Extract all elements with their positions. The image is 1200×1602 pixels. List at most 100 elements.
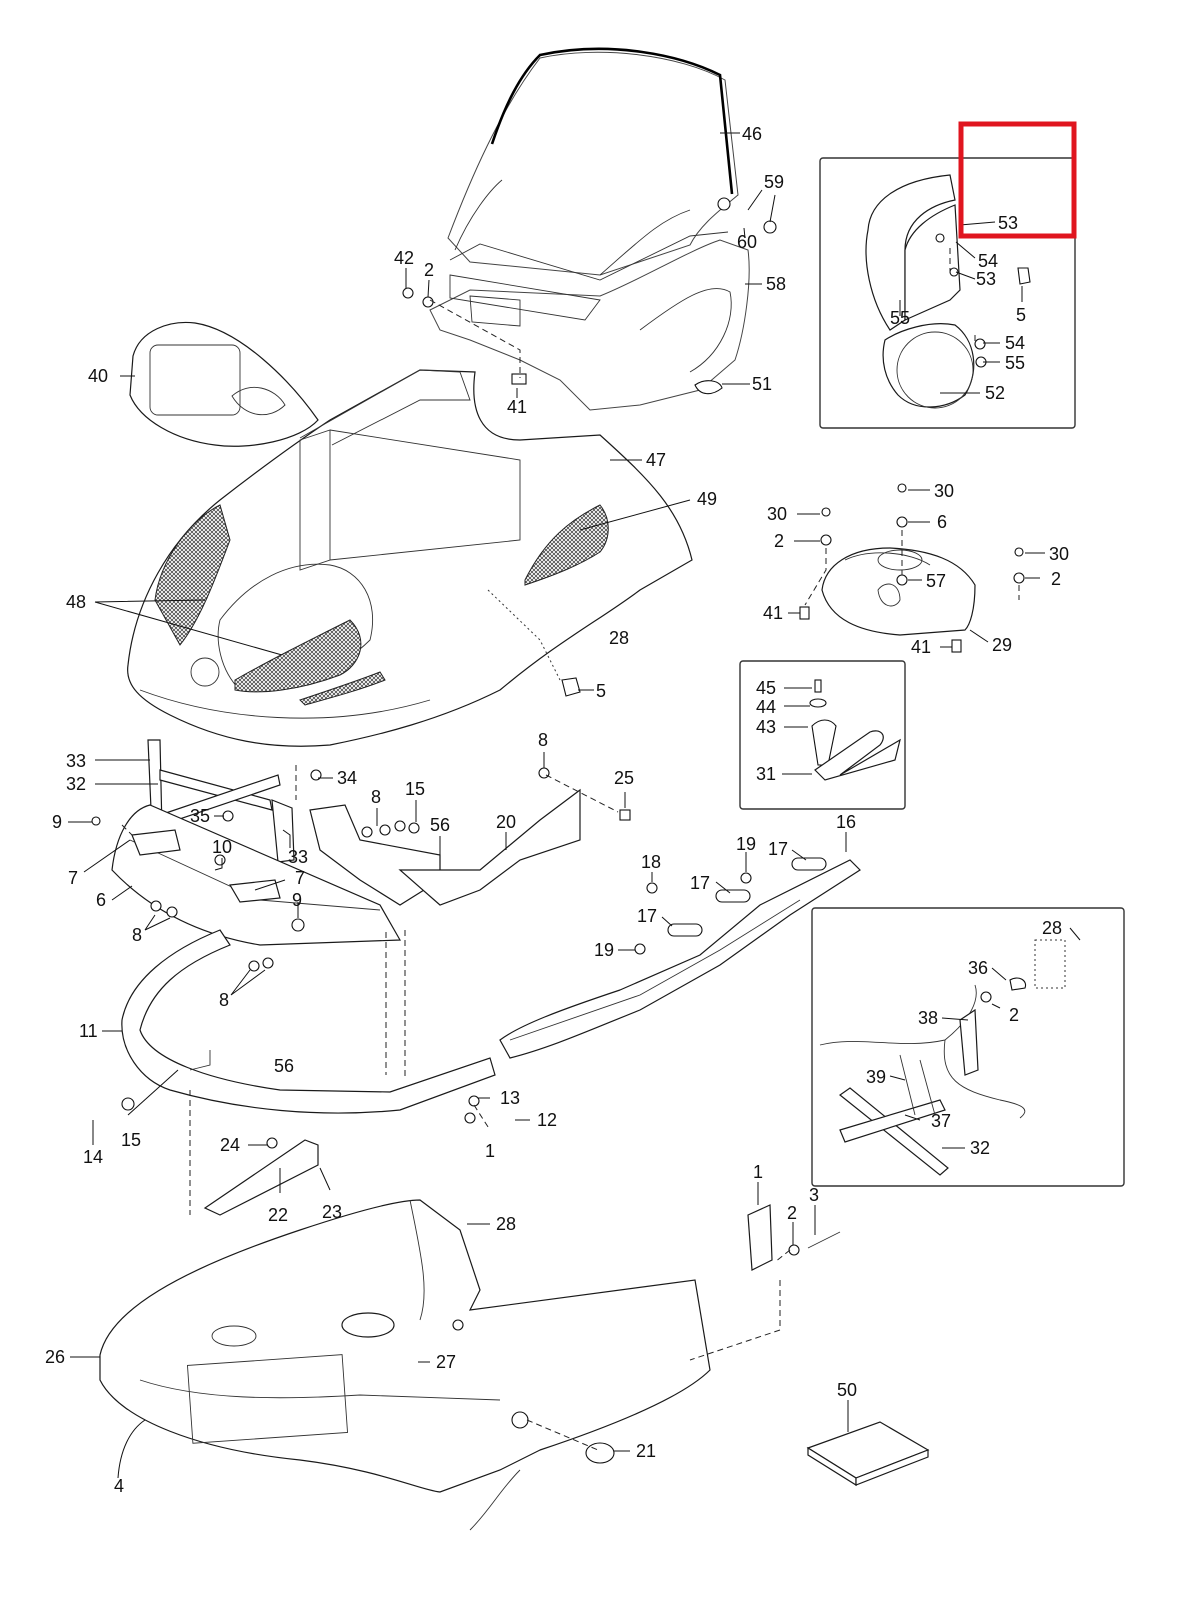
mount-bracket [203, 1139, 319, 1216]
callout-2: 2 [774, 531, 784, 551]
callout-30: 30 [934, 481, 954, 501]
side-panel-clip [747, 1204, 841, 1271]
callout-41: 41 [507, 397, 527, 417]
callout-17: 17 [690, 873, 710, 893]
callout-44: 44 [756, 697, 776, 717]
nose-bumper [121, 929, 496, 1114]
callout-25: 25 [614, 768, 634, 788]
callout-38: 38 [918, 1008, 938, 1028]
center-bracket [309, 788, 581, 906]
fasteners [91, 197, 1027, 1331]
callout-16: 16 [836, 812, 856, 832]
callout-50: 50 [837, 1380, 857, 1400]
callout-4: 4 [114, 1476, 124, 1496]
callout-19: 19 [736, 834, 756, 854]
callout-1: 1 [485, 1141, 495, 1161]
front-support-brackets [147, 739, 295, 863]
callout-52: 52 [985, 383, 1005, 403]
callout-41: 41 [911, 637, 931, 657]
callout-26: 26 [45, 1347, 65, 1367]
callout-5: 5 [1016, 305, 1026, 325]
headlight-inset [819, 157, 1076, 429]
callout-42: 42 [394, 248, 414, 268]
callout-7: 7 [68, 868, 78, 888]
callout-28: 28 [1042, 918, 1062, 938]
callout-32: 32 [66, 774, 86, 794]
callout-47: 47 [646, 450, 666, 470]
callout-3: 3 [809, 1185, 819, 1205]
front-bumper-plate [111, 804, 402, 946]
windshield [447, 47, 739, 281]
callout-54: 54 [1005, 333, 1025, 353]
callout-7: 7 [295, 868, 305, 888]
callout-9: 9 [52, 812, 62, 832]
callout-9: 9 [292, 890, 302, 910]
callout-41: 41 [763, 603, 783, 623]
callout-11: 11 [79, 1021, 98, 1041]
cable-inset [811, 907, 1125, 1187]
callout-45: 45 [756, 678, 776, 698]
callout-56: 56 [274, 1056, 294, 1076]
callout-59: 59 [764, 172, 784, 192]
callout-40: 40 [88, 366, 108, 386]
callout-51: 51 [752, 374, 772, 394]
callout-1: 1 [753, 1162, 763, 1182]
callout-36: 36 [968, 958, 988, 978]
callout-2: 2 [1009, 1005, 1019, 1025]
callout-8: 8 [219, 990, 229, 1010]
highlight-box [958, 121, 1077, 239]
callout-27: 27 [436, 1352, 456, 1372]
side-rail [499, 859, 861, 1059]
callout-labels: 46 59 60 58 42 2 41 51 40 47 49 48 28 5 … [45, 124, 1069, 1496]
callout-29: 29 [992, 635, 1012, 655]
callout-30: 30 [767, 504, 787, 524]
assembly-lines [121, 248, 1020, 1451]
callout-49: 49 [697, 489, 717, 509]
callout-55: 55 [1005, 353, 1025, 373]
leader-lines [68, 132, 1081, 1479]
callout-15: 15 [405, 779, 425, 799]
decal-sheet [806, 1421, 930, 1487]
callout-22: 22 [268, 1205, 288, 1225]
callout-15: 15 [121, 1130, 141, 1150]
callout-48: 48 [66, 592, 86, 612]
callout-54: 54 [978, 251, 998, 271]
callout-30: 30 [1049, 544, 1069, 564]
belly-pan [99, 1199, 711, 1531]
callout-17: 17 [637, 906, 657, 926]
callout-6: 6 [937, 512, 947, 532]
hood [127, 369, 693, 747]
callout-2: 2 [787, 1203, 797, 1223]
callout-13: 13 [500, 1088, 520, 1108]
callout-6: 6 [96, 890, 106, 910]
callout-39: 39 [866, 1067, 886, 1087]
air-intake-silencer [821, 547, 976, 636]
callout-58: 58 [766, 274, 786, 294]
callout-43: 43 [756, 717, 776, 737]
callout-35: 35 [190, 806, 210, 826]
callout-33: 33 [66, 751, 86, 771]
callout-2: 2 [424, 260, 434, 280]
callout-19: 19 [594, 940, 614, 960]
callout-23: 23 [322, 1202, 342, 1222]
callout-32: 32 [970, 1138, 990, 1158]
wind-deflector [429, 239, 750, 411]
callout-14: 14 [83, 1147, 103, 1167]
callout-2: 2 [1051, 569, 1061, 589]
callout-8: 8 [371, 787, 381, 807]
callout-20: 20 [496, 812, 516, 832]
callout-5: 5 [596, 681, 606, 701]
callout-57: 57 [926, 571, 946, 591]
callout-56: 56 [430, 815, 450, 835]
callout-17: 17 [768, 839, 788, 859]
callout-53: 53 [976, 269, 996, 289]
callout-33: 33 [288, 847, 308, 867]
bumper-block-inset [739, 660, 906, 810]
callout-24: 24 [220, 1135, 240, 1155]
callout-37: 37 [931, 1111, 951, 1131]
callout-34: 34 [337, 768, 357, 788]
gauge-bezel [129, 321, 319, 447]
callout-60: 60 [737, 232, 757, 252]
callout-8: 8 [538, 730, 548, 750]
